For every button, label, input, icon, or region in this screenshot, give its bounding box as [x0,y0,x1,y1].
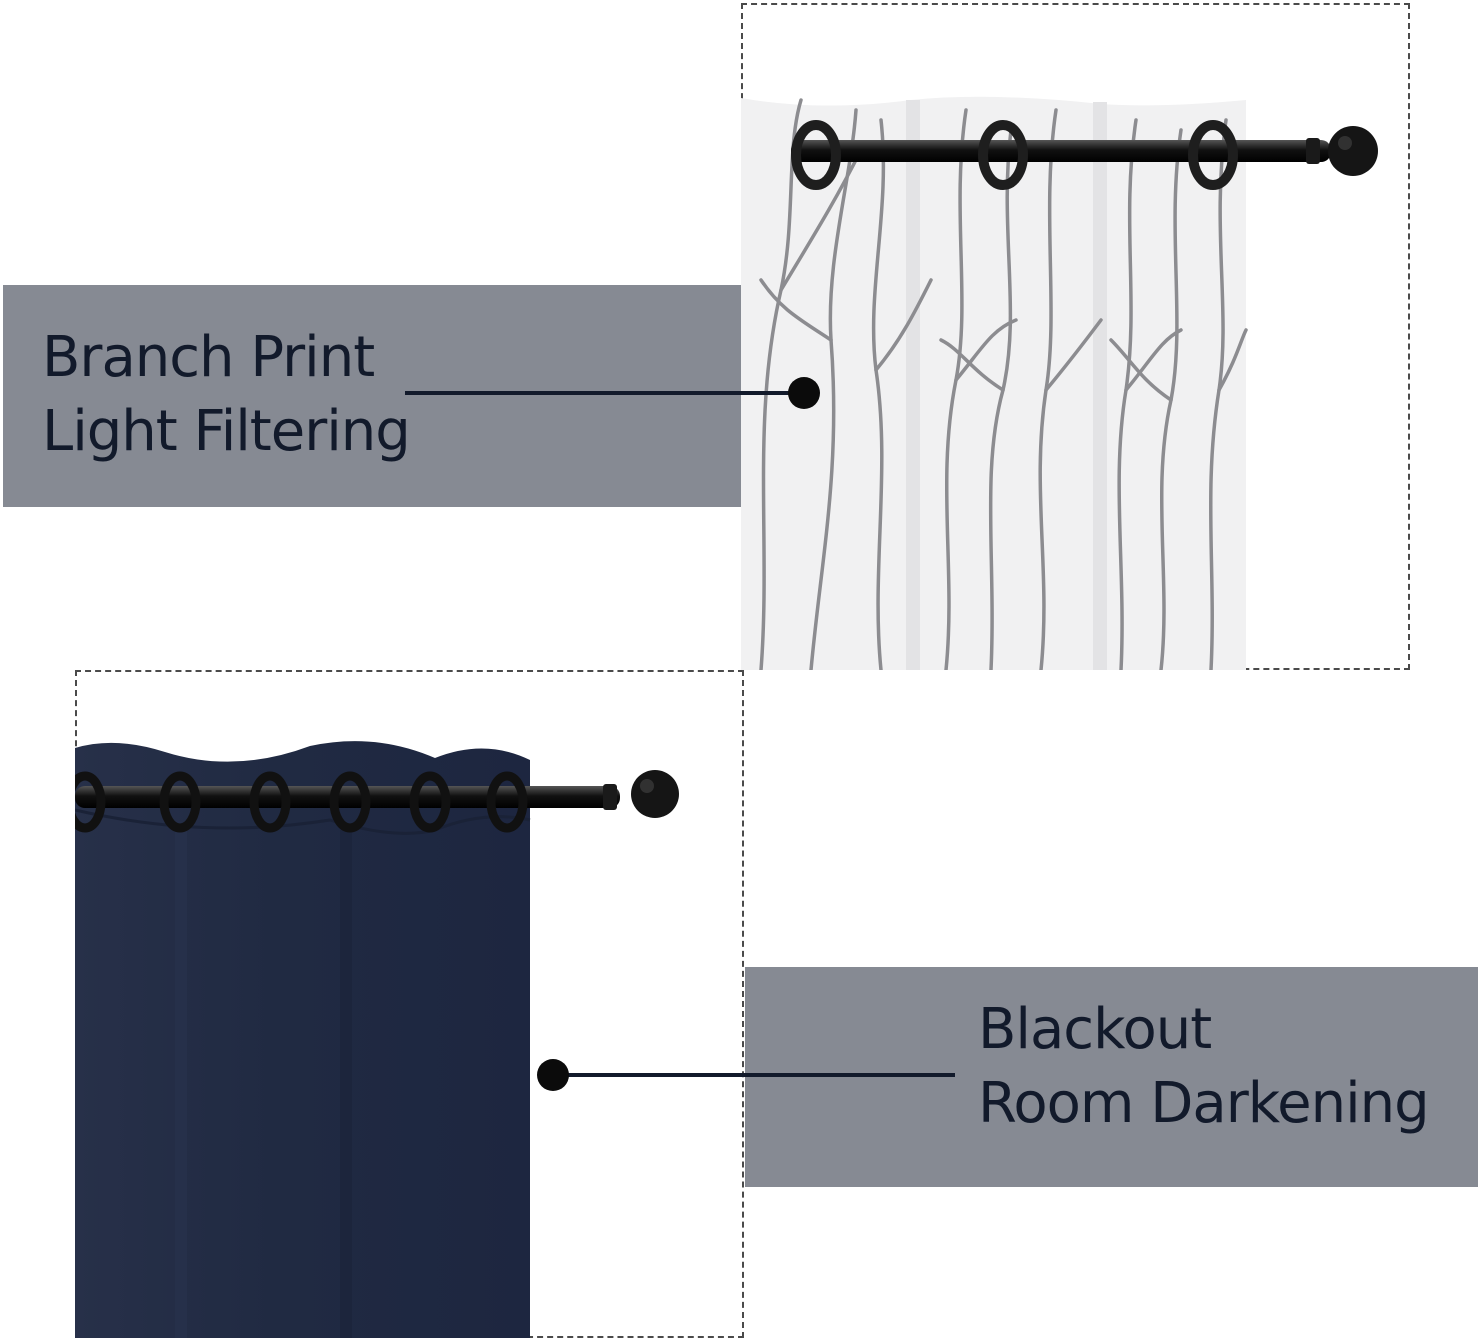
branch-pattern [759,98,1248,670]
blackout-label-line1: Blackout [978,997,1212,1062]
branch-print-callout-dot [788,377,820,409]
branch-print-label-line2: Light Filtering [42,399,411,464]
blackout-callout-dot [537,1059,569,1091]
branch-print-label-line1: Branch Print [42,325,375,390]
blackout-label-line2: Room Darkening [978,1071,1430,1136]
blackout-curtain-rod [75,786,620,808]
blackout-navy-curtain-image [75,741,679,1338]
grommets [791,120,1238,190]
blackout-fabric [75,741,530,1338]
branch-print-label-band [3,285,743,507]
sheer-branch-print-curtain-image [741,96,1378,670]
